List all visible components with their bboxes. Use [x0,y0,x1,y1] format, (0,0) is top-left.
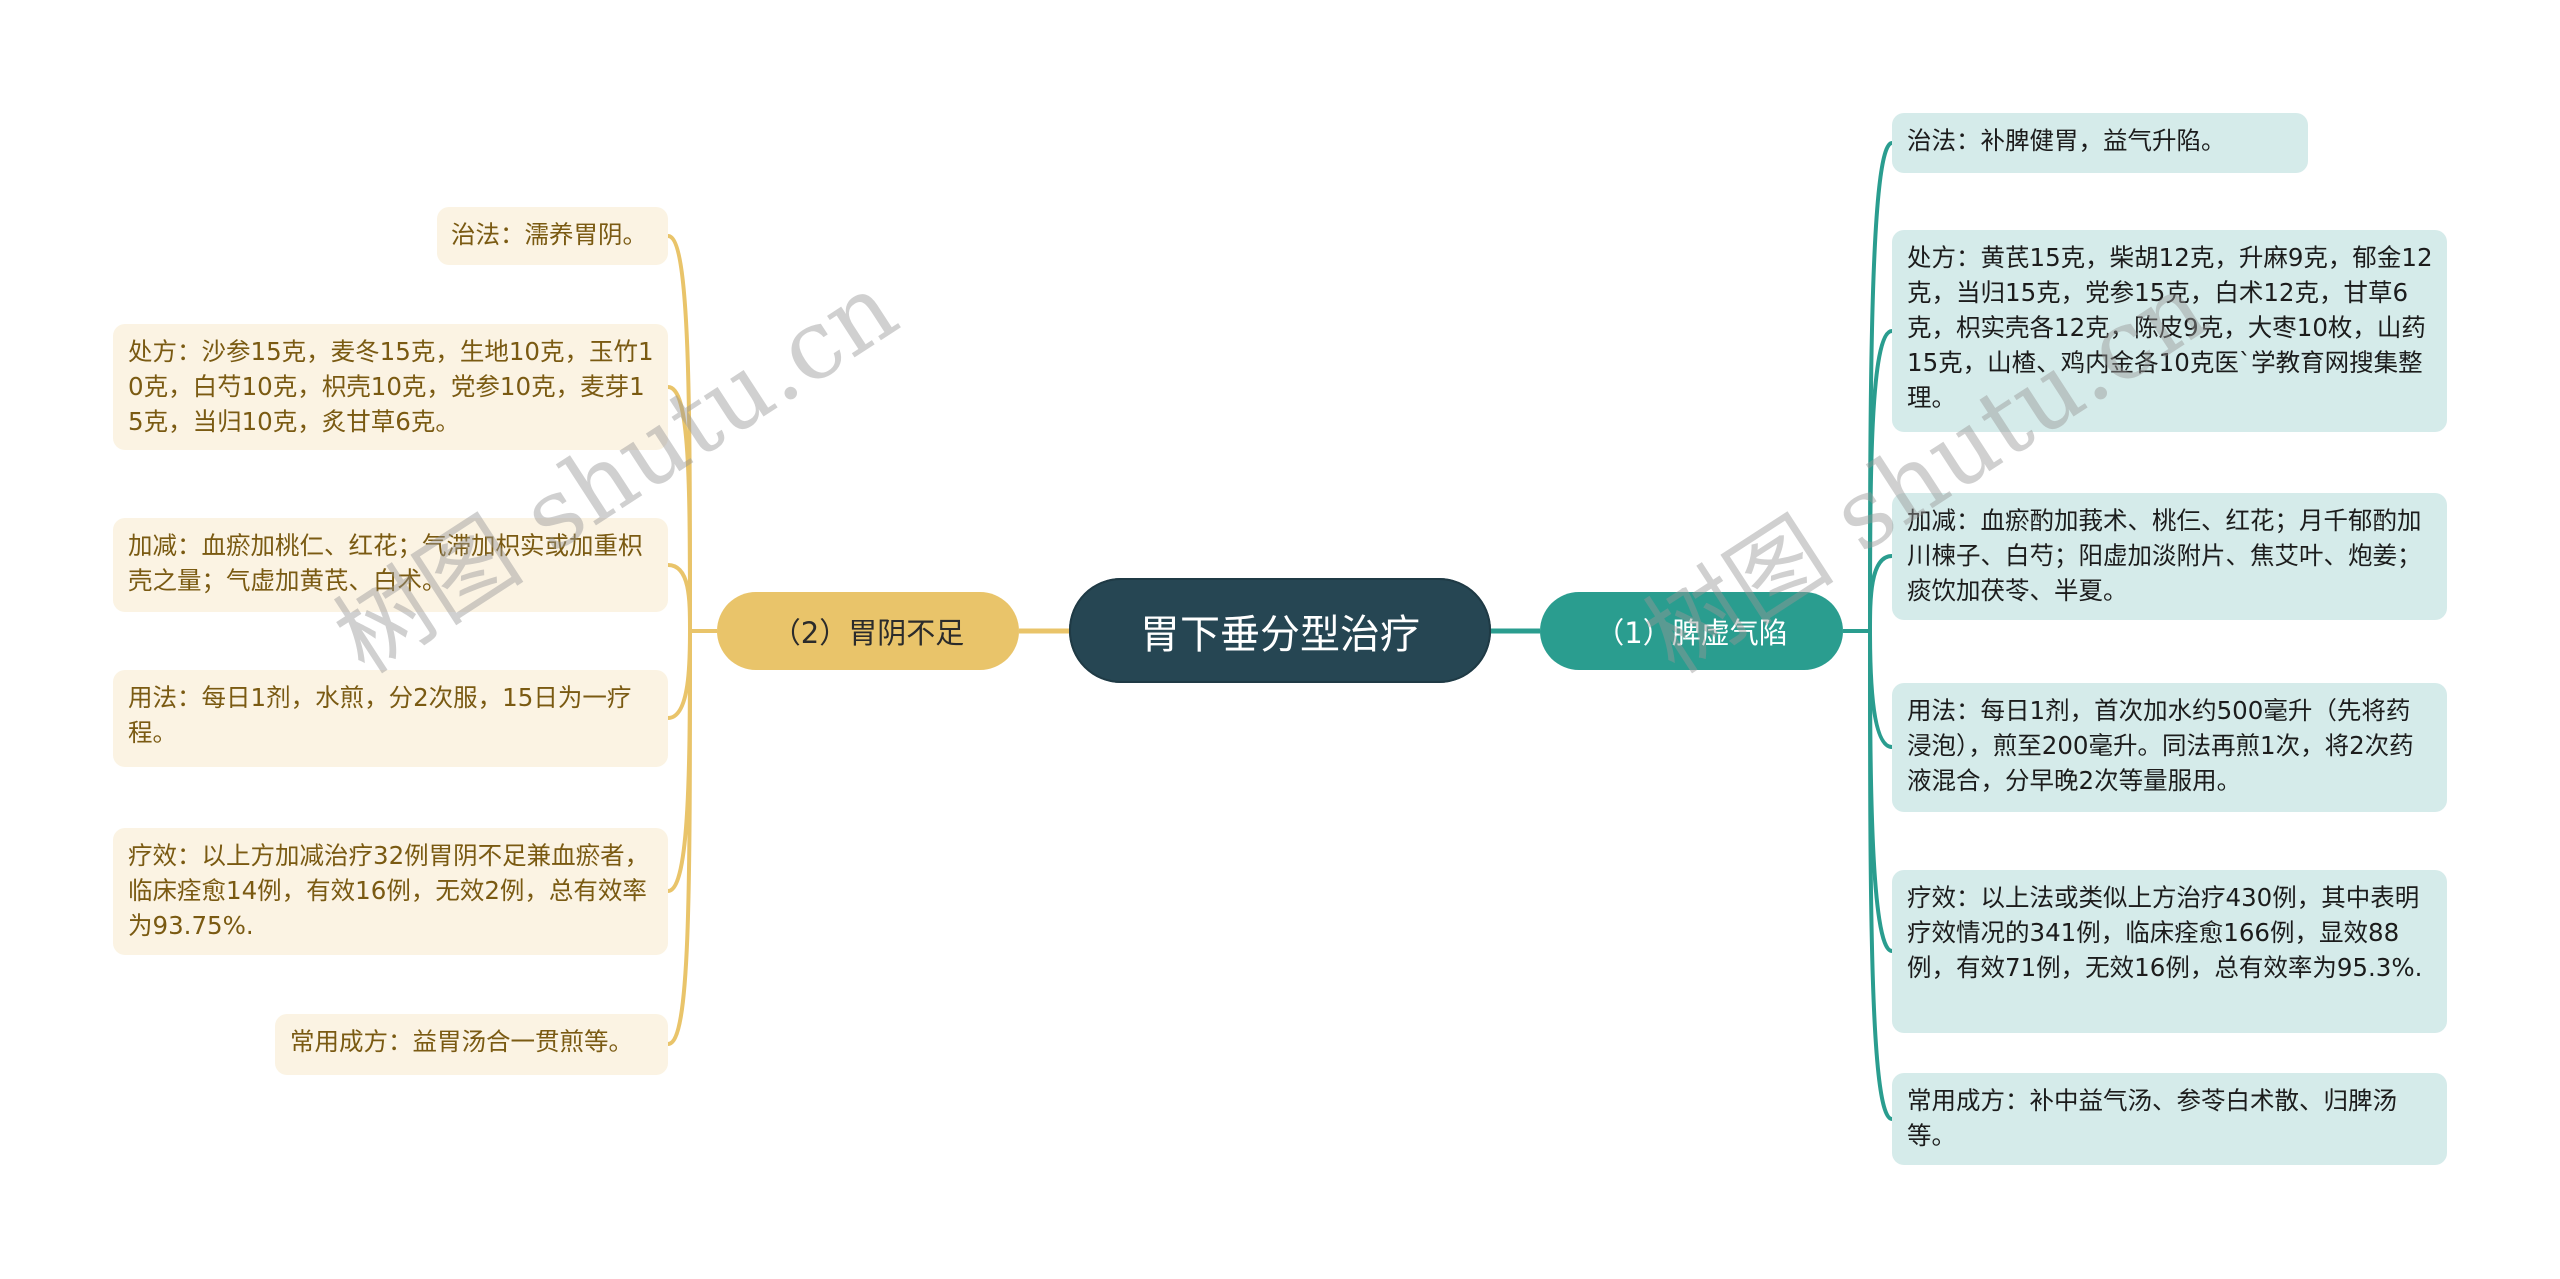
leaf-text: 处方：黄芪15克，柴胡12克，升麻9克，郁金12克，当归15克，党参15克，白术… [1907,243,2433,412]
root-topic[interactable]: 胃下垂分型治疗 [1069,578,1491,683]
right-leaf-usage[interactable]: 用法：每日1剂，首次加水约500毫升（先将药浸泡），煎至200毫升。同法再煎1次… [1892,683,2447,812]
left-leaf-common-formulas[interactable]: 常用成方：益胃汤合一贯煎等。 [275,1014,668,1075]
leaf-text: 治法：补脾健胃，益气升陷。 [1907,126,2226,155]
leaf-text: 常用成方：补中益气汤、参苓白术散、归脾汤等。 [1907,1086,2397,1150]
left-leaf-usage[interactable]: 用法：每日1剂，水煎，分2次服，15日为一疗程。 [113,670,668,767]
right-leaf-treatment-method[interactable]: 治法：补脾健胃，益气升陷。 [1892,113,2308,173]
branch-stomach-yin-deficiency[interactable]: （2）胃阴不足 [717,592,1019,670]
leaf-text: 用法：每日1剂，水煎，分2次服，15日为一疗程。 [128,683,632,747]
root-topic-label: 胃下垂分型治疗 [1140,611,1420,658]
branch-label: （2）胃阴不足 [771,616,965,650]
right-leaf-modifications[interactable]: 加减：血瘀酌加莪术、桃仨、红花；月千郁酌加川楝子、白芍；阳虚加淡附片、焦艾叶、炮… [1892,493,2447,620]
left-leaf-modifications[interactable]: 加减：血瘀加桃仁、红花；气滞加枳实或加重枳壳之量；气虚加黄芪、白术。 [113,518,668,612]
left-leaf-efficacy[interactable]: 疗效：以上方加减治疗32例胃阴不足兼血瘀者，临床痊愈14例，有效16例，无效2例… [113,828,668,955]
right-leaf-common-formulas[interactable]: 常用成方：补中益气汤、参苓白术散、归脾汤等。 [1892,1073,2447,1165]
leaf-text: 用法：每日1剂，首次加水约500毫升（先将药浸泡），煎至200毫升。同法再煎1次… [1907,696,2414,795]
leaf-text: 疗效：以上法或类似上方治疗430例，其中表明疗效情况的341例，临床痊愈166例… [1907,883,2423,982]
right-leaf-efficacy[interactable]: 疗效：以上法或类似上方治疗430例，其中表明疗效情况的341例，临床痊愈166例… [1892,870,2447,1033]
leaf-text: 加减：血瘀酌加莪术、桃仨、红花；月千郁酌加川楝子、白芍；阳虚加淡附片、焦艾叶、炮… [1907,506,2422,605]
leaf-text: 处方：沙参15克，麦冬15克，生地10克，玉竹10克，白芍10克，枳壳10克，党… [128,337,654,436]
leaf-text: 治法：濡养胃阴。 [451,220,647,249]
left-leaf-prescription[interactable]: 处方：沙参15克，麦冬15克，生地10克，玉竹10克，白芍10克，枳壳10克，党… [113,324,668,450]
leaf-text: 加减：血瘀加桃仁、红花；气滞加枳实或加重枳壳之量；气虚加黄芪、白术。 [128,531,643,595]
left-leaf-treatment-method[interactable]: 治法：濡养胃阴。 [437,207,668,265]
leaf-text: 疗效：以上方加减治疗32例胃阴不足兼血瘀者，临床痊愈14例，有效16例，无效2例… [128,841,650,940]
branch-spleen-qi-sinking[interactable]: （1）脾虚气陷 [1540,592,1843,670]
right-leaf-prescription[interactable]: 处方：黄芪15克，柴胡12克，升麻9克，郁金12克，当归15克，党参15克，白术… [1892,230,2447,432]
branch-label: （1）脾虚气陷 [1595,616,1788,650]
leaf-text: 常用成方：益胃汤合一贯煎等。 [290,1027,633,1056]
